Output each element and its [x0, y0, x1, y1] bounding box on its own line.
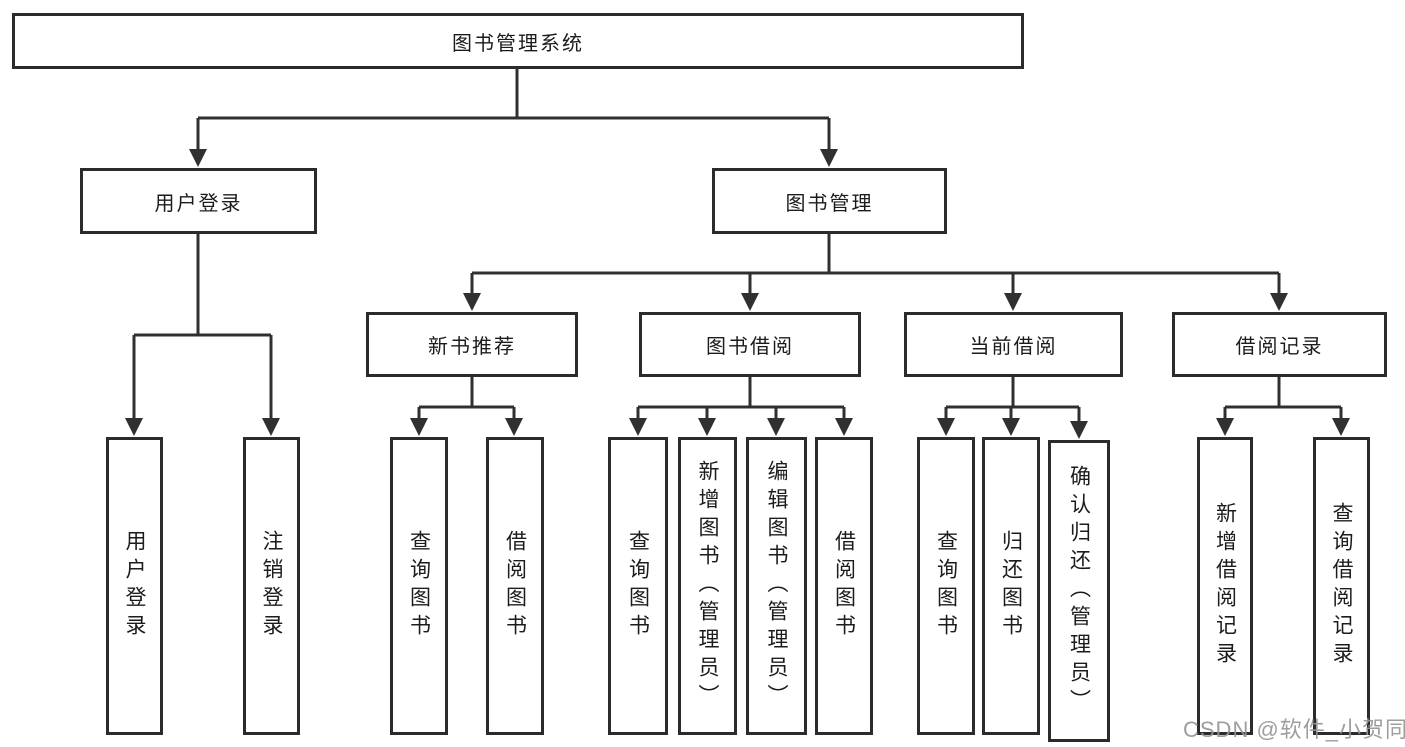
node-book-system-label: 图书管理系统 — [452, 32, 584, 55]
node-new-book-recommend-label: 新书推荐 — [428, 336, 516, 358]
leaf-borrow-books-borrowing-label: 借阅图书 — [832, 530, 856, 642]
leaf-borrow-books-recommend: 借阅图书 — [486, 437, 544, 735]
leaf-query-books-borrowing-label: 查询图书 — [626, 530, 650, 642]
leaf-add-borrow-record: 新增借阅记录 — [1197, 437, 1253, 735]
node-book-management-label: 图书管理 — [785, 192, 874, 215]
node-borrowing-records: 借阅记录 — [1172, 312, 1387, 377]
node-user-login-label: 用户登录 — [154, 192, 243, 215]
leaf-user-login-label: 用户登录 — [123, 530, 146, 642]
leaf-borrow-books-borrowing: 借阅图书 — [815, 437, 873, 735]
leaf-confirm-return-admin-label: 确认归还（管理员） — [1067, 465, 1091, 717]
csdn-watermark: CSDN @软件_小贺同学 — [1183, 717, 1405, 742]
node-current-borrowing-label: 当前借阅 — [969, 336, 1058, 358]
node-book-borrowing-label: 图书借阅 — [706, 336, 794, 358]
leaf-add-books-admin: 新增图书（管理员） — [678, 437, 737, 735]
leaf-query-books-recommend-label: 查询图书 — [407, 530, 431, 642]
leaf-query-borrow-record-label: 查询借阅记录 — [1330, 502, 1353, 670]
leaf-query-books-current: 查询图书 — [917, 437, 975, 735]
node-book-system: 图书管理系统 — [12, 13, 1024, 69]
leaf-edit-books-admin: 编辑图书（管理员） — [746, 437, 807, 735]
node-borrowing-records-label: 借阅记录 — [1235, 336, 1324, 358]
leaf-logout-label: 注销登录 — [260, 530, 283, 642]
leaf-borrow-books-recommend-label: 借阅图书 — [503, 530, 527, 642]
leaf-query-borrow-record: 查询借阅记录 — [1313, 437, 1370, 735]
node-new-book-recommend: 新书推荐 — [366, 312, 578, 377]
leaf-return-books-label: 归还图书 — [999, 530, 1023, 642]
leaf-confirm-return-admin: 确认归还（管理员） — [1048, 440, 1110, 742]
leaf-return-books: 归还图书 — [982, 437, 1040, 735]
leaf-query-books-current-label: 查询图书 — [934, 530, 958, 642]
leaf-add-borrow-record-label: 新增借阅记录 — [1213, 502, 1237, 670]
node-current-borrowing: 当前借阅 — [904, 312, 1123, 377]
leaf-user-login: 用户登录 — [106, 437, 163, 735]
leaf-logout: 注销登录 — [243, 437, 300, 735]
leaf-query-books-borrowing: 查询图书 — [608, 437, 668, 735]
leaf-query-books-recommend: 查询图书 — [390, 437, 448, 735]
node-book-management: 图书管理 — [712, 168, 947, 234]
node-book-borrowing: 图书借阅 — [639, 312, 861, 377]
leaf-edit-books-admin-label: 编辑图书（管理员） — [765, 460, 788, 712]
leaf-add-books-admin-label: 新增图书（管理员） — [696, 460, 719, 712]
node-user-login: 用户登录 — [80, 168, 317, 234]
